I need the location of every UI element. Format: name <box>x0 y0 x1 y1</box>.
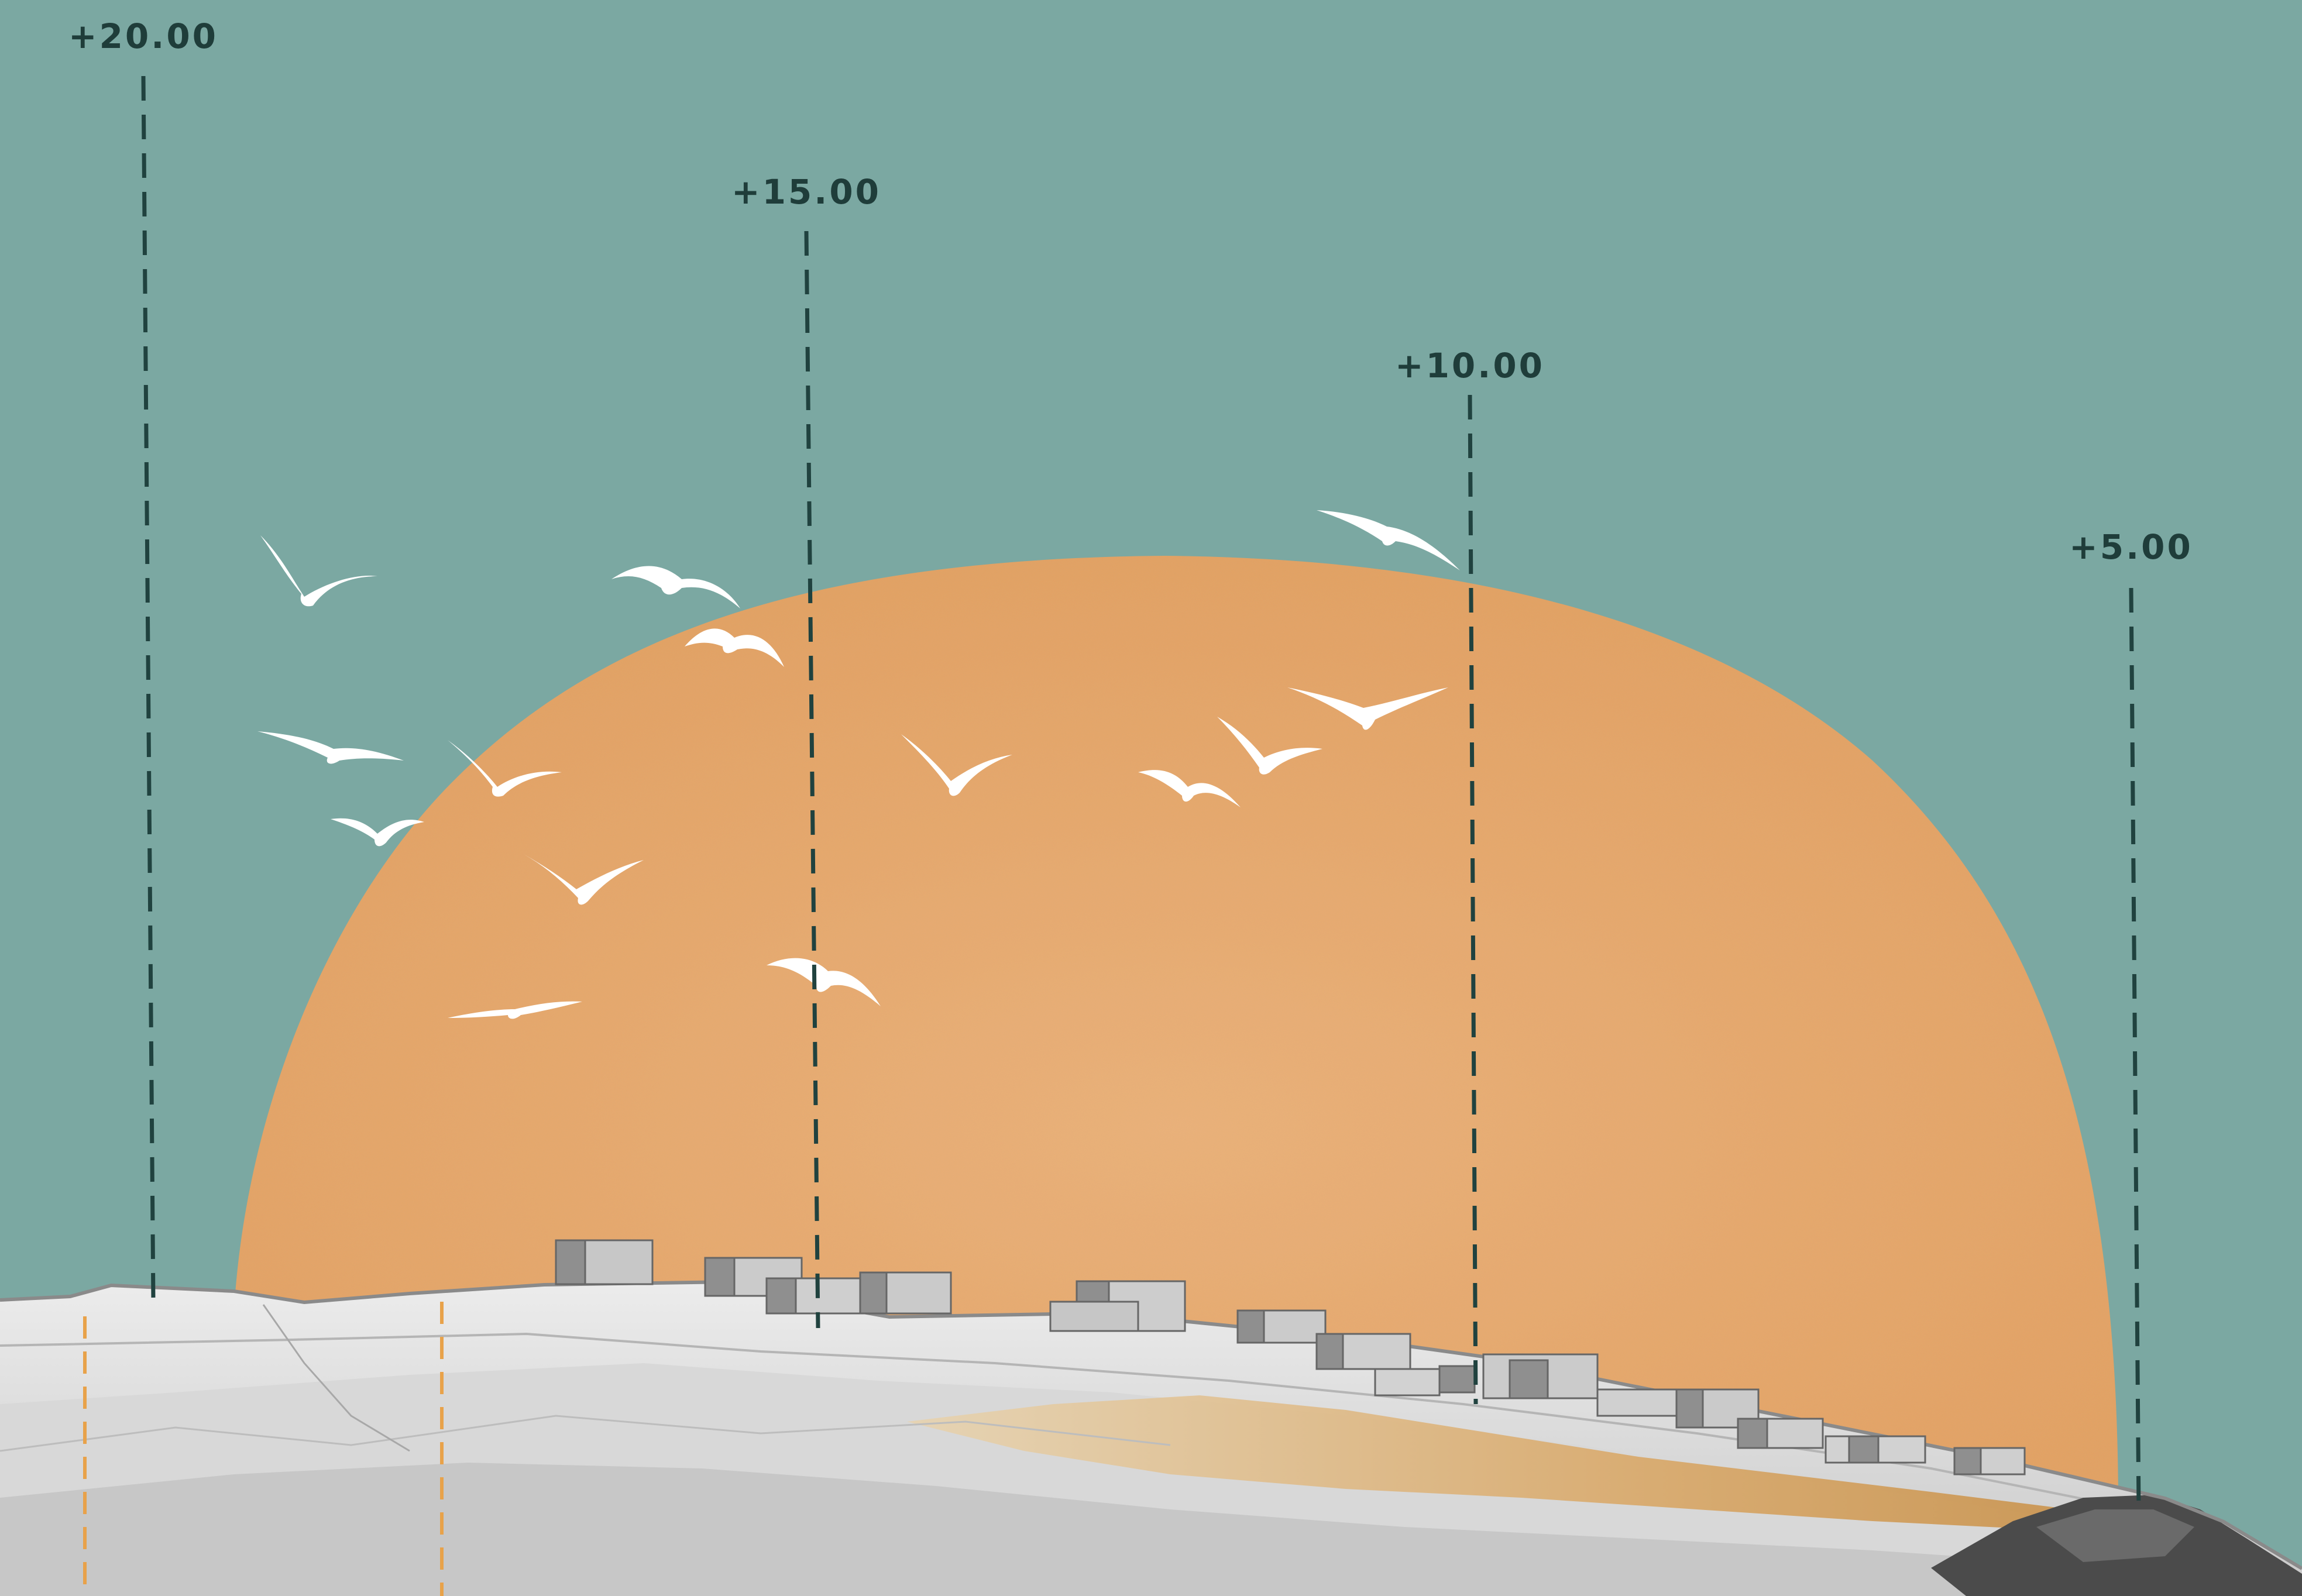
building <box>1049 1280 1186 1332</box>
elevation-marker-10: +10.00 <box>1395 346 1545 1405</box>
elevation-label: +15.00 <box>731 172 881 212</box>
bird-icon <box>1217 717 1322 775</box>
elevation-dashed-line <box>1468 394 1478 1405</box>
bird-icon <box>1287 687 1448 730</box>
terrain <box>0 1279 2302 1596</box>
elevation-label: +5.00 <box>2069 527 2193 567</box>
building <box>1236 1309 1327 1344</box>
bird-icon <box>767 958 881 1006</box>
bird-icon <box>448 1001 582 1019</box>
building <box>1482 1353 1599 1399</box>
dark-rock-highlight <box>2036 1509 2194 1562</box>
building <box>859 1271 952 1315</box>
bird-icon <box>448 740 562 797</box>
elevation-marker-15: +15.00 <box>731 172 881 1329</box>
bird-icon <box>685 628 784 667</box>
bird-icon <box>257 731 404 764</box>
birds <box>257 510 1460 1019</box>
building <box>1596 1388 1683 1417</box>
elevation-dashed-line <box>141 75 156 1302</box>
rock-strata-line-2 <box>0 1415 1171 1452</box>
building <box>1825 1435 1926 1464</box>
building <box>1438 1365 1476 1394</box>
building <box>1374 1368 1441 1396</box>
elevation-marker-20: +20.00 <box>68 16 218 1302</box>
bird-icon <box>331 818 424 847</box>
elevation-label: +20.00 <box>68 16 218 56</box>
rock-strata-line-1 <box>0 1332 2166 1516</box>
bird-icon <box>1317 510 1460 570</box>
bird-icon <box>260 535 377 607</box>
orange-dashed-guides <box>83 1302 444 1596</box>
building <box>1953 1447 2026 1475</box>
elevation-marker-5: +5.00 <box>2069 527 2193 1510</box>
building <box>1315 1333 1411 1370</box>
building <box>555 1239 654 1285</box>
bird-icon <box>611 566 740 608</box>
elevation-dashed-line <box>804 231 820 1329</box>
bird-icon <box>901 734 1012 796</box>
building <box>1737 1418 1824 1449</box>
buildings <box>555 1239 2026 1475</box>
elevation-markers: +20.00 +15.00 +10.00 +5.00 <box>68 16 2193 1510</box>
bird-icon <box>1138 770 1241 807</box>
rock-lower-band <box>0 1463 2302 1596</box>
bird-icon <box>524 854 644 905</box>
rock-strata-line-3 <box>262 1304 410 1452</box>
elevation-label: +10.00 <box>1395 346 1545 386</box>
sand-layer <box>907 1395 2118 1530</box>
